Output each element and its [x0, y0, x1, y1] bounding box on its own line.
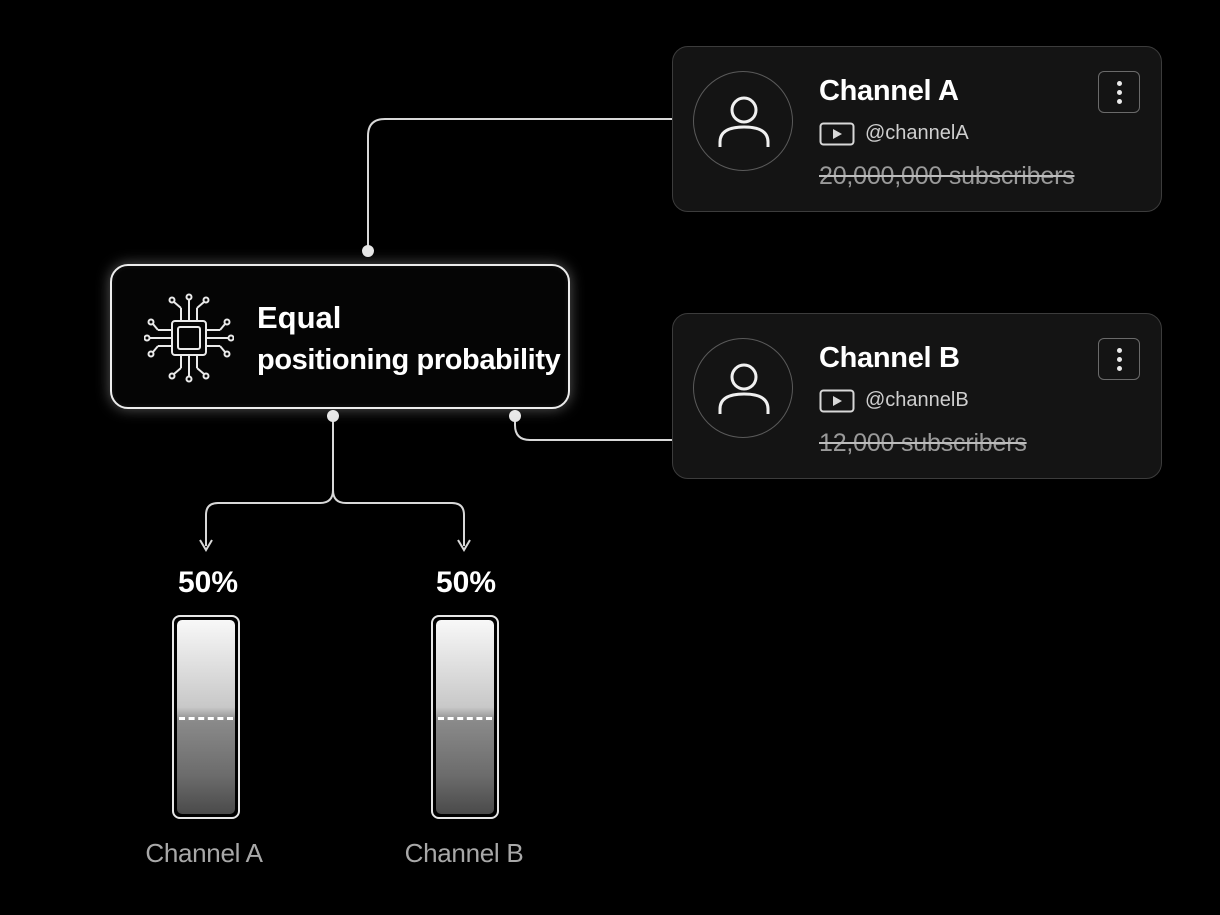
- gauge-fill: [436, 620, 494, 814]
- channel-card-b[interactable]: Channel B @channelB 12,000 subscribers: [672, 313, 1162, 479]
- percent-label-a: 50%: [177, 566, 239, 599]
- more-options-button[interactable]: [1098, 71, 1140, 113]
- gauge-level-marker: [438, 717, 492, 720]
- user-icon: [718, 363, 770, 414]
- arrow-head-left: [199, 539, 213, 552]
- gauge-fill: [177, 620, 235, 814]
- channel-name: Channel B: [819, 342, 960, 374]
- more-vertical-icon: [1116, 347, 1122, 353]
- node-title: Equal: [257, 300, 342, 335]
- connector-dot-right: [509, 410, 521, 422]
- avatar: [693, 71, 793, 171]
- play-icon: [819, 122, 855, 146]
- user-icon: [718, 96, 770, 147]
- more-vertical-icon: [1116, 80, 1122, 86]
- more-options-button[interactable]: [1098, 338, 1140, 380]
- percent-label-b: 50%: [435, 566, 497, 599]
- connector-channel-b: [514, 416, 672, 441]
- connector-dot-top: [362, 245, 374, 257]
- play-icon: [819, 389, 855, 413]
- gauge-level-marker: [179, 717, 233, 720]
- connector-branch-right: [332, 489, 465, 546]
- ai-chip-icon: [144, 293, 234, 383]
- arrow-head-right: [457, 539, 471, 552]
- node-subtitle: positioning probability: [257, 344, 561, 376]
- connector-branch-stem: [205, 416, 334, 546]
- channel-handle: @channelA: [865, 122, 969, 144]
- connector-dot-bottom: [327, 410, 339, 422]
- channel-handle: @channelB: [865, 389, 969, 411]
- channel-name: Channel A: [819, 75, 959, 107]
- bar-label-a: Channel A: [145, 838, 263, 868]
- connector-channel-a: [367, 118, 672, 251]
- subscriber-count: 20,000,000 subscribers: [819, 162, 1075, 190]
- bar-label-b: Channel B: [404, 838, 524, 868]
- probability-gauge-a: [172, 615, 240, 819]
- probability-node: Equal positioning probability: [110, 264, 570, 409]
- avatar: [693, 338, 793, 438]
- channel-card-a[interactable]: Channel A @channelA 20,000,000 subscribe…: [672, 46, 1162, 212]
- probability-gauge-b: [431, 615, 499, 819]
- subscriber-count: 12,000 subscribers: [819, 429, 1027, 457]
